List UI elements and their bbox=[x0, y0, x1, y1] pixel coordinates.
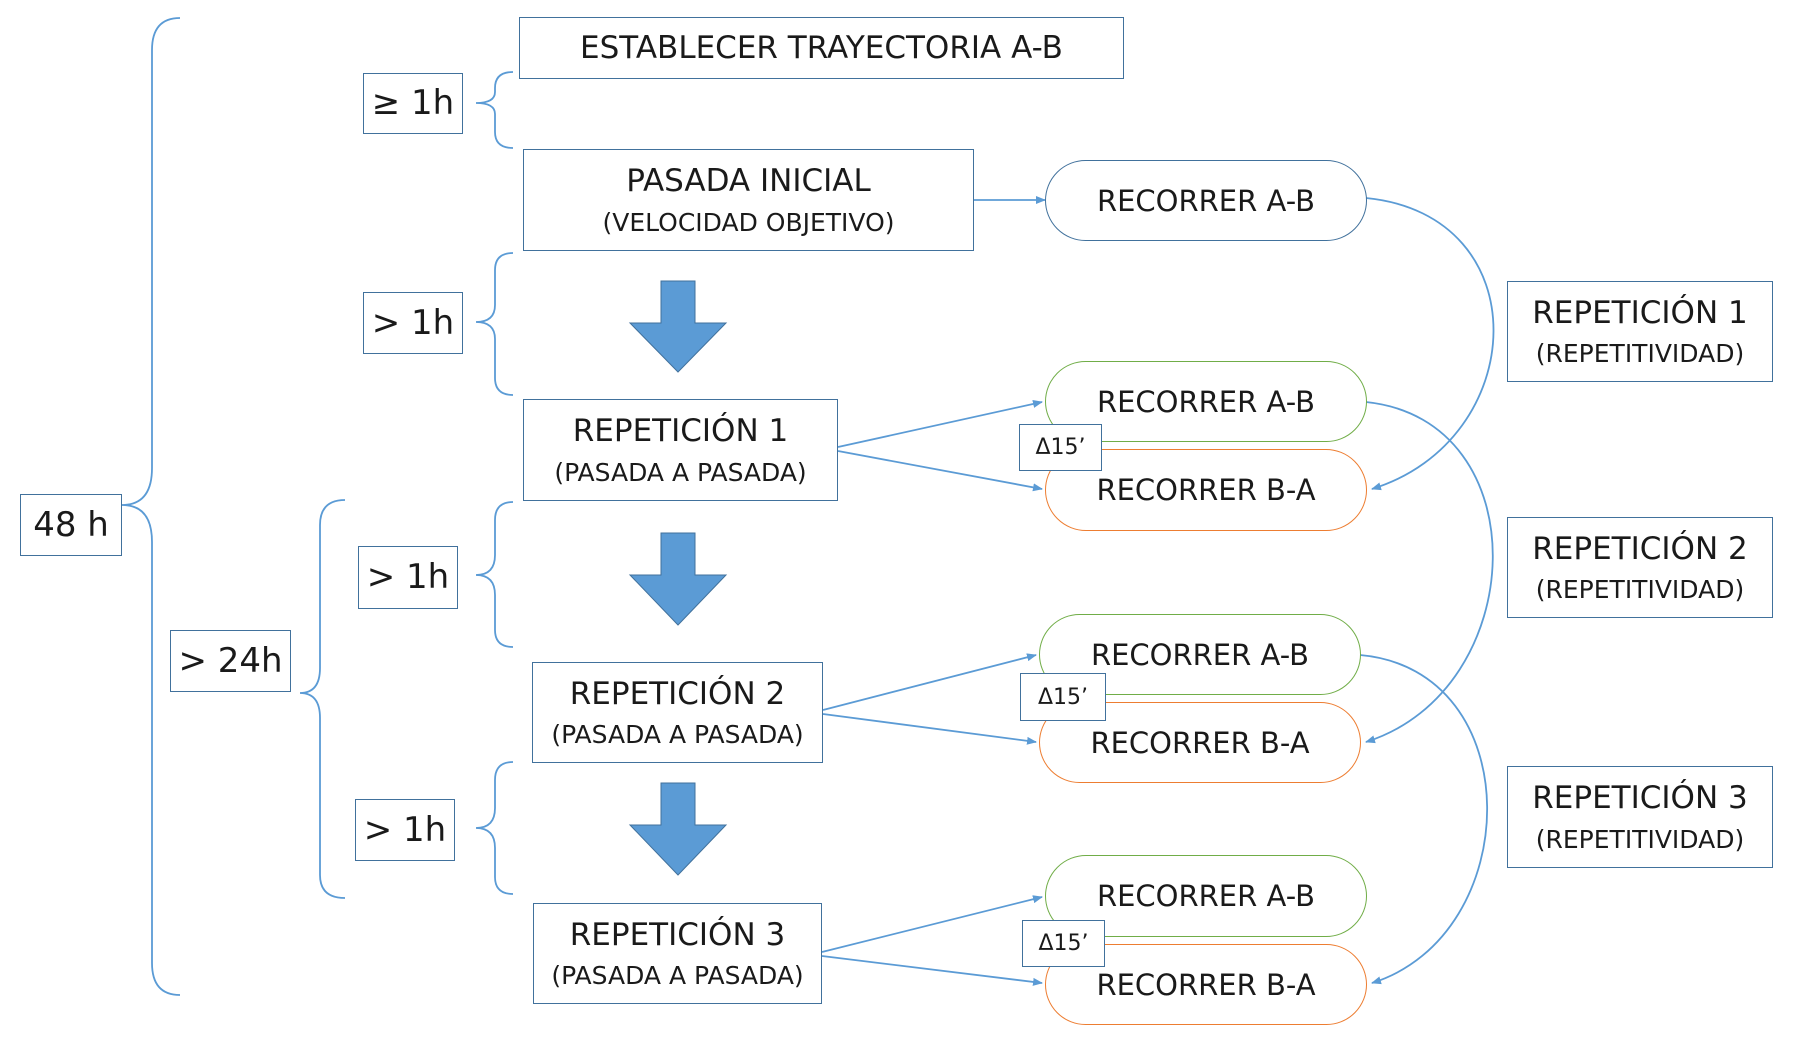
repeatability-2-box: REPETICIÓN 2 (REPETITIVIDAD) bbox=[1507, 517, 1773, 618]
span-duration-box: > 24h bbox=[170, 630, 291, 692]
step-setup-box: ESTABLECER TRAYECTORIA A-B bbox=[519, 17, 1124, 79]
brace-24h bbox=[299, 499, 346, 899]
step-initial-title: PASADA INICIAL bbox=[626, 163, 871, 199]
interval-1-label: > 1h bbox=[371, 302, 455, 343]
step-rep3-subtitle: (PASADA A PASADA) bbox=[551, 961, 804, 991]
step-initial-subtitle: (VELOCIDAD OBJETIVO) bbox=[602, 207, 895, 237]
interval-2-box: > 1h bbox=[358, 546, 458, 609]
step-initial-box: PASADA INICIAL (VELOCIDAD OBJETIVO) bbox=[523, 149, 974, 251]
total-duration-box: 48 h bbox=[20, 494, 122, 556]
step-rep2-subtitle: (PASADA A PASADA) bbox=[551, 720, 804, 750]
curve-repeatability-1 bbox=[1365, 197, 1495, 491]
interval-2-label: > 1h bbox=[366, 557, 450, 598]
repeatability-1-title: REPETICIÓN 1 bbox=[1532, 294, 1748, 331]
interval-1-box: > 1h bbox=[363, 292, 463, 354]
connector-rep3-ab bbox=[821, 895, 1043, 953]
step-rep1-subtitle: (PASADA A PASADA) bbox=[554, 457, 807, 487]
route-rep1-ab: RECORRER A-B bbox=[1045, 361, 1367, 442]
step-rep1-box: REPETICIÓN 1 (PASADA A PASADA) bbox=[523, 399, 838, 501]
step-rep1-title: REPETICIÓN 1 bbox=[572, 413, 789, 449]
interval-3-label: > 1h bbox=[363, 809, 447, 850]
brace-setup bbox=[475, 71, 514, 149]
delta-rep1: Δ15’ bbox=[1019, 424, 1102, 471]
span-duration-label: > 24h bbox=[178, 640, 283, 681]
down-arrow-3 bbox=[628, 782, 728, 876]
brace-t2 bbox=[475, 501, 514, 648]
step-rep3-title: REPETICIÓN 3 bbox=[569, 916, 786, 953]
route-rep3-ab: RECORRER A-B bbox=[1045, 855, 1367, 937]
brace-t1 bbox=[475, 252, 514, 396]
step-setup-label: ESTABLECER TRAYECTORIA A-B bbox=[580, 29, 1063, 66]
brace-t3 bbox=[475, 761, 514, 895]
repeatability-3-title: REPETICIÓN 3 bbox=[1532, 780, 1748, 816]
repeatability-1-box: REPETICIÓN 1 (REPETITIVIDAD) bbox=[1507, 281, 1773, 382]
connector-rep2-ba bbox=[822, 713, 1037, 745]
repeatability-1-subtitle: (REPETITIVIDAD) bbox=[1535, 339, 1745, 369]
brace-48h bbox=[121, 17, 181, 996]
connector-rep2-ab bbox=[822, 653, 1037, 711]
curve-repeatability-2 bbox=[1365, 401, 1494, 744]
repeatability-2-title: REPETICIÓN 2 bbox=[1532, 530, 1748, 567]
route-initial-ab: RECORRER A-B bbox=[1045, 160, 1367, 241]
interval-setup-box: ≥ 1h bbox=[363, 73, 463, 134]
connector-rep3-ba bbox=[821, 955, 1043, 986]
delta-rep2: Δ15’ bbox=[1020, 673, 1106, 721]
step-rep2-box: REPETICIÓN 2 (PASADA A PASADA) bbox=[532, 662, 823, 763]
down-arrow-2 bbox=[628, 532, 728, 626]
interval-setup-label: ≥ 1h bbox=[371, 83, 455, 124]
repeatability-2-subtitle: (REPETITIVIDAD) bbox=[1535, 575, 1745, 605]
delta-rep3: Δ15’ bbox=[1022, 920, 1105, 967]
interval-3-box: > 1h bbox=[355, 799, 455, 861]
down-arrow-1 bbox=[628, 280, 728, 373]
connector-rep1-ba bbox=[837, 450, 1043, 492]
step-rep3-box: REPETICIÓN 3 (PASADA A PASADA) bbox=[533, 903, 822, 1004]
connector-rep1-ab bbox=[837, 400, 1043, 448]
total-duration-label: 48 h bbox=[33, 504, 109, 545]
repeatability-3-box: REPETICIÓN 3 (REPETITIVIDAD) bbox=[1507, 766, 1773, 868]
curve-repeatability-3 bbox=[1359, 654, 1488, 985]
step-rep2-title: REPETICIÓN 2 bbox=[569, 675, 786, 712]
route-rep2-ab: RECORRER A-B bbox=[1039, 614, 1361, 695]
repeatability-3-subtitle: (REPETITIVIDAD) bbox=[1535, 824, 1745, 854]
